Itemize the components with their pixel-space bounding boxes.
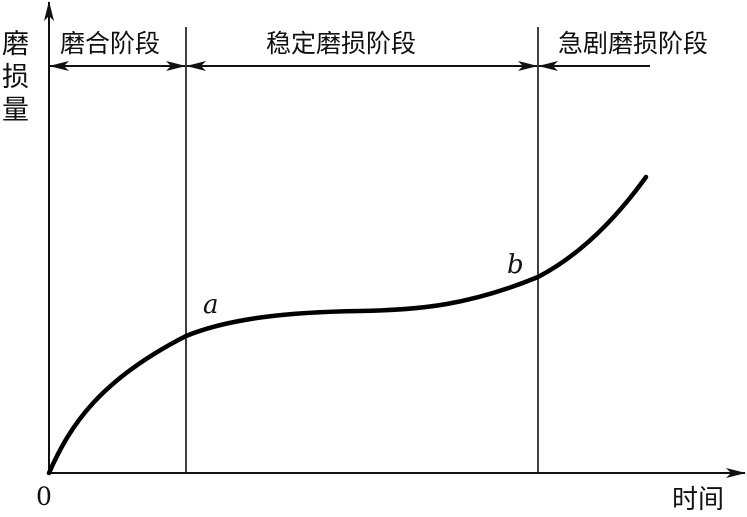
- stage3-label: 急剧磨损阶段: [558, 29, 709, 58]
- wear-curve: [46, 174, 649, 476]
- stage1-label: 磨合阶段: [60, 29, 161, 58]
- stage2-label: 稳定磨损阶段: [266, 29, 417, 58]
- point-b-label: b: [507, 250, 524, 280]
- point-a-label: a: [203, 290, 219, 320]
- origin-label: 0: [36, 482, 52, 511]
- y-axis-label: 磨损量: [2, 29, 29, 126]
- x-axis-label: 时间: [672, 485, 725, 515]
